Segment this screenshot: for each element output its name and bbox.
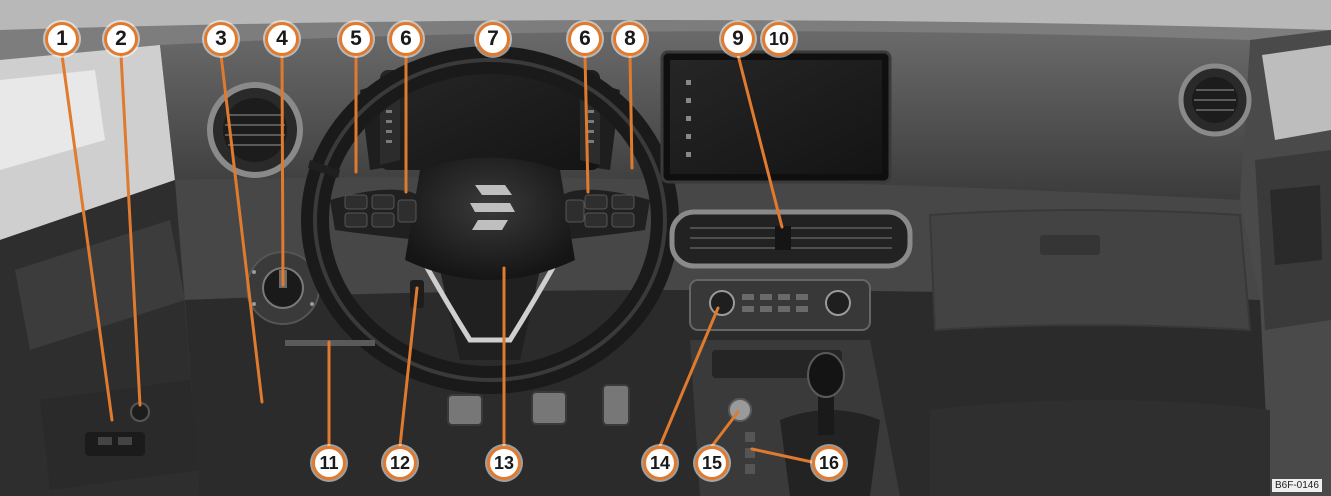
callout-4: 4	[265, 22, 299, 56]
callout-3: 3	[204, 22, 238, 56]
figure-id-label: B6F-0146	[1272, 479, 1322, 492]
callout-2: 2	[104, 22, 138, 56]
callout-10: 10	[762, 22, 796, 56]
callout-6-left: 6	[389, 22, 423, 56]
callout-7: 7	[476, 22, 510, 56]
callout-14: 14	[643, 446, 677, 480]
callout-13: 13	[487, 446, 521, 480]
callout-6-right: 6	[568, 22, 602, 56]
callout-15: 15	[695, 446, 729, 480]
callout-5: 5	[339, 22, 373, 56]
callout-16: 16	[812, 446, 846, 480]
callout-11: 11	[312, 446, 346, 480]
callout-1: 1	[45, 22, 79, 56]
callout-8: 8	[613, 22, 647, 56]
callout-12: 12	[383, 446, 417, 480]
callout-9: 9	[721, 22, 755, 56]
